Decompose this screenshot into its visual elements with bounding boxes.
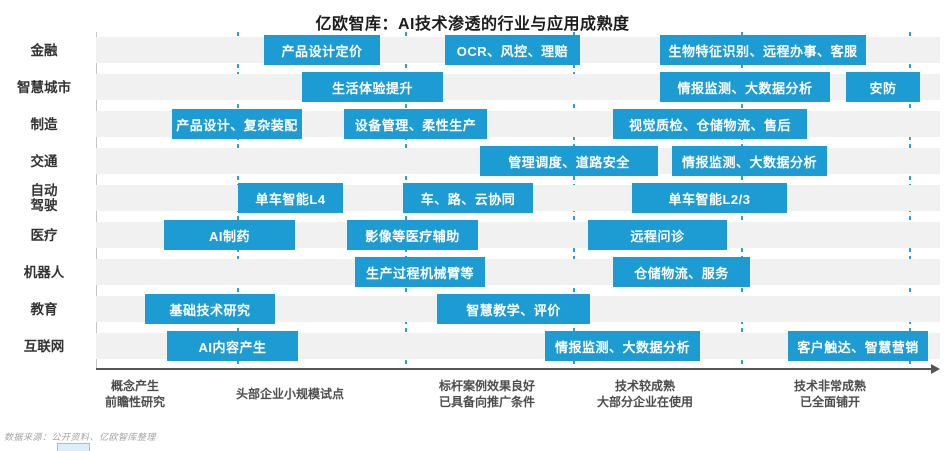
stage-label-line: 大部分企业在使用 xyxy=(596,395,693,409)
industry-label-5: 自动 驾驶 xyxy=(30,183,58,213)
stage-label-line: 标杆案例效果良好 xyxy=(438,379,535,393)
application-box: 单车智能L4 xyxy=(238,183,343,213)
industry-row-band xyxy=(96,259,940,285)
application-box: OCR、风控、理赔 xyxy=(445,35,580,65)
industry-label-6: 医疗 xyxy=(30,227,58,243)
application-box: 视觉质检、仓储物流、售后 xyxy=(613,109,807,139)
stage-label-3: 标杆案例效果良好已具备向推广条件 xyxy=(397,376,577,412)
x-axis-line xyxy=(96,368,932,370)
application-box: 智慧教学、评价 xyxy=(437,294,590,324)
industry-label-9: 互联网 xyxy=(23,338,65,354)
stage-label-line: 已具备向推广条件 xyxy=(438,395,535,409)
application-box: 影像等医疗辅助 xyxy=(347,220,478,250)
application-box: 生物特征识别、远程办事、客服 xyxy=(660,35,866,65)
application-box: 安防 xyxy=(846,72,920,102)
stage-label-line: 前瞻性研究 xyxy=(104,395,165,409)
industry-label-8: 教育 xyxy=(30,301,58,317)
application-box: 仓储物流、服务 xyxy=(613,257,750,287)
stage-label-line: 概念产生 xyxy=(110,379,159,393)
application-box: 单车智能L2/3 xyxy=(632,183,787,213)
industry-label-2: 智慧城市 xyxy=(17,79,71,95)
logo-partial xyxy=(57,443,90,451)
application-box: 情报监测、大数据分析 xyxy=(545,331,700,361)
application-box: 生活体验提升 xyxy=(302,72,443,102)
application-box: AI内容产生 xyxy=(167,331,298,361)
stage-label-line: 已全面铺开 xyxy=(799,395,860,409)
application-box: 产品设计定价 xyxy=(264,35,380,65)
stage-label-line: 技术较成熟 xyxy=(614,379,675,393)
application-box: 远程问诊 xyxy=(588,220,727,250)
application-box: 基础技术研究 xyxy=(145,294,275,324)
application-box: 产品设计、复杂装配 xyxy=(172,109,302,139)
stage-label-2: 头部企业小规模试点 xyxy=(200,376,380,412)
application-box: AI制药 xyxy=(164,220,295,250)
stage-label-1: 概念产生前瞻性研究 xyxy=(45,376,225,412)
stage-label-5: 技术非常成熟已全面铺开 xyxy=(740,376,920,412)
industry-label-1: 金融 xyxy=(30,42,58,58)
application-box: 客户触达、智慧营销 xyxy=(788,331,928,361)
industry-label-4: 交通 xyxy=(30,153,58,169)
application-box: 设备管理、柔性生产 xyxy=(344,109,487,139)
x-axis-arrowhead xyxy=(931,364,940,374)
stage-label-4: 技术较成熟大部分企业在使用 xyxy=(555,376,735,412)
source-note: 数据来源：公开资料、亿欧智库整理 xyxy=(4,432,157,442)
stage-label-line: 技术非常成熟 xyxy=(793,379,866,393)
application-box: 情报监测、大数据分析 xyxy=(672,146,827,176)
application-box: 情报监测、大数据分析 xyxy=(660,72,830,102)
stage-label-line: 头部企业小规模试点 xyxy=(235,387,344,401)
industry-label-7: 机器人 xyxy=(23,264,65,280)
chart-title: 亿欧智库：AI技术渗透的行业与应用成熟度 xyxy=(315,16,630,33)
application-box: 生产过程机械臂等 xyxy=(355,257,485,287)
application-box: 管理调度、道路安全 xyxy=(480,146,658,176)
industry-label-3: 制造 xyxy=(30,116,58,132)
application-box: 车、路、云协同 xyxy=(403,183,533,213)
